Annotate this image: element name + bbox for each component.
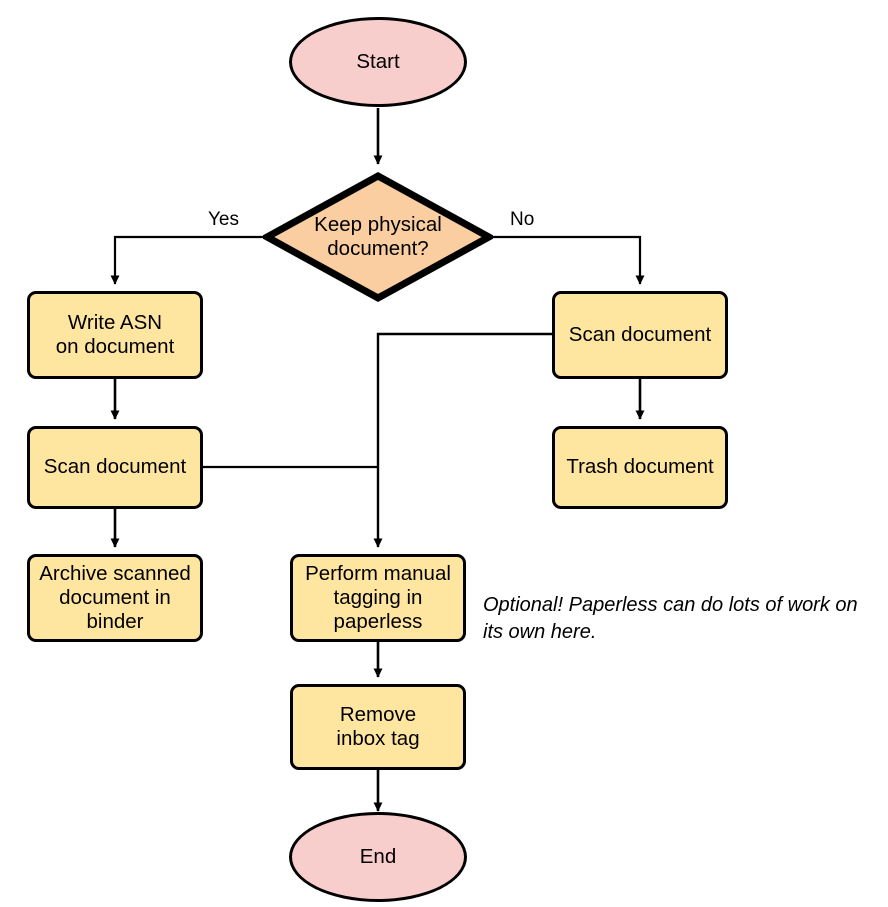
edge-label-yes: Yes [208, 209, 239, 230]
node-start[interactable]: Start [289, 17, 467, 107]
node-manual-tagging-label: Perform manual tagging in paperless [305, 561, 451, 634]
edge-decision-yes-to-write-asn [110, 235, 263, 285]
edge-scan-right-to-manual-tagging [373, 332, 552, 548]
node-remove-inbox-tag-label: Remove inbox tag [336, 702, 420, 750]
node-remove-inbox-tag[interactable]: Remove inbox tag [290, 684, 466, 770]
annotation-optional-note: Optional! Paperless can do lots of work … [483, 594, 858, 643]
diamond-shape-icon [263, 172, 493, 302]
node-archive-binder-label: Archive scanned document in binder [39, 561, 191, 634]
node-write-asn-label: Write ASN on document [55, 310, 175, 358]
node-end-label: End [359, 844, 397, 868]
edge-decision-no-to-scan-right [493, 235, 645, 285]
node-decision-keep-physical[interactable]: Keep physical document? [263, 172, 493, 302]
node-scan-document-left[interactable]: Scan document [27, 426, 203, 509]
edge-label-no: No [510, 209, 535, 230]
node-start-label: Start [356, 49, 400, 73]
node-scan-document-right[interactable]: Scan document [552, 291, 728, 379]
node-scan-document-right-label: Scan document [568, 322, 712, 346]
node-archive-binder[interactable]: Archive scanned document in binder [27, 554, 203, 642]
node-write-asn[interactable]: Write ASN on document [27, 291, 203, 379]
node-trash-document[interactable]: Trash document [552, 426, 728, 509]
node-trash-document-label: Trash document [566, 455, 714, 479]
node-end[interactable]: End [289, 812, 467, 902]
node-manual-tagging[interactable]: Perform manual tagging in paperless [290, 554, 466, 642]
node-scan-document-left-label: Scan document [43, 455, 187, 479]
node-decision-keep-physical-label: Keep physical document? [314, 212, 442, 260]
